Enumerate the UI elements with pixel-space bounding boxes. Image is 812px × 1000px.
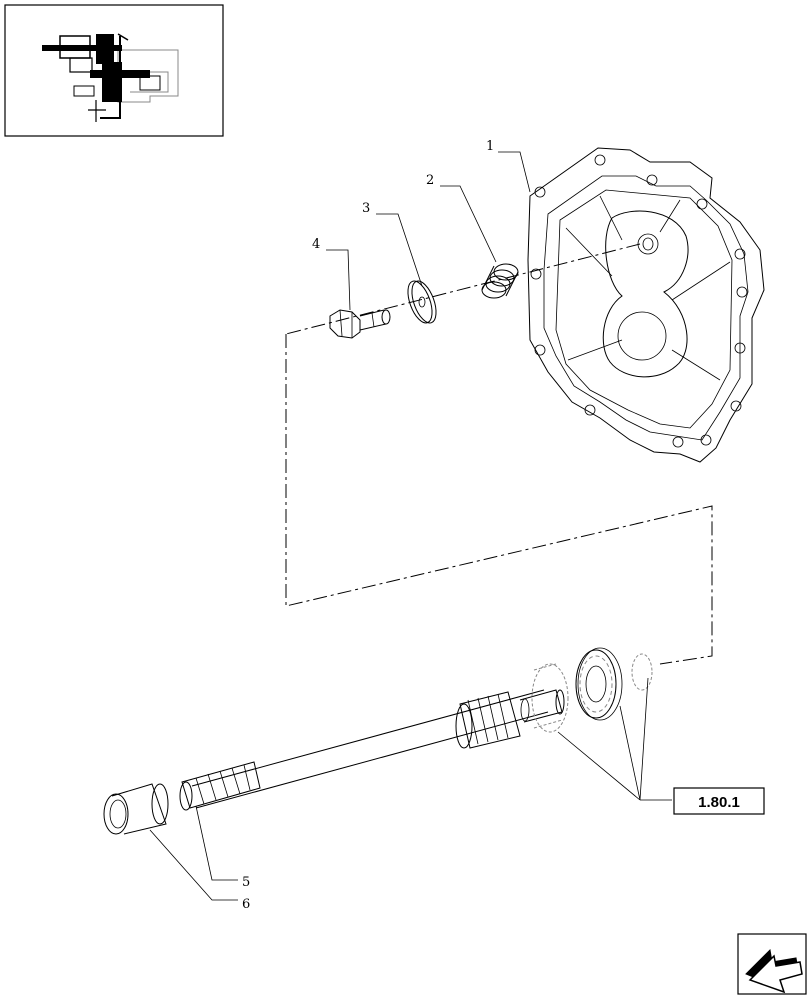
callout-6: 6 xyxy=(242,897,250,912)
leader-lines xyxy=(149,151,672,901)
callout-5: 5 xyxy=(242,875,250,890)
callout-1: 1 xyxy=(486,139,494,154)
sleeve-coupling-part xyxy=(103,783,169,835)
bearing-assembly-part xyxy=(531,647,653,733)
reference-label: 1.80.1 xyxy=(698,794,740,811)
assembly-route-line xyxy=(285,334,713,665)
cover-plate-part xyxy=(527,147,765,463)
transmission-section-thumbnail-icon xyxy=(42,33,179,122)
washer-part xyxy=(407,280,437,324)
reference-link-box[interactable]: 1.80.1 xyxy=(673,787,765,815)
callout-2: 2 xyxy=(426,173,434,188)
bolt-part xyxy=(329,309,391,339)
assembly-axis-line xyxy=(285,243,641,335)
locator-thumbnail xyxy=(4,4,224,137)
next-page-arrow-icon[interactable] xyxy=(737,933,807,995)
callout-3: 3 xyxy=(362,201,370,216)
shaft-part xyxy=(179,689,565,811)
spring-part xyxy=(481,263,519,299)
callout-4: 4 xyxy=(312,237,320,252)
